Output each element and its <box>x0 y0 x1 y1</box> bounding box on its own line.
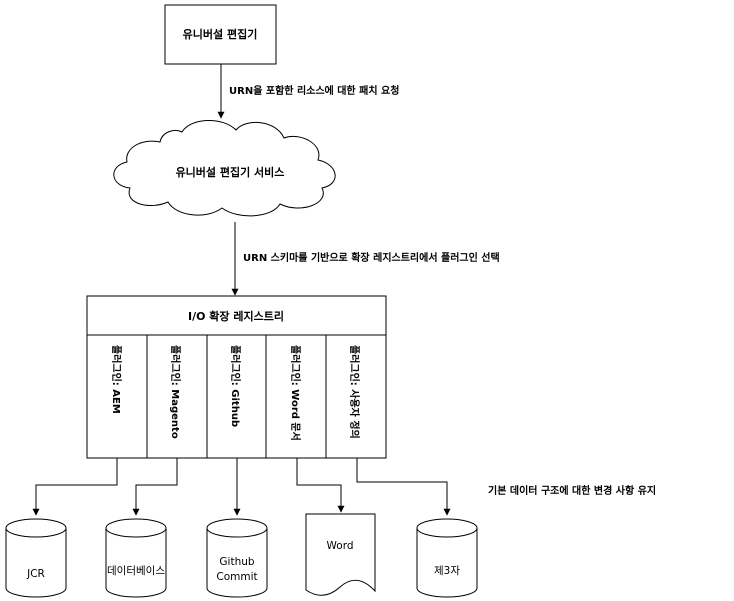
io-extension-registry-node: I/O 확장 레지스트리 플러그인: AEM 플러그인: Magento 플러그… <box>86 295 387 459</box>
persist-changes-note: 기본 데이터 구조에 대한 변경 사항 유지 <box>488 484 656 497</box>
plugin-github-label: 플러그인: Github <box>229 345 242 427</box>
github-commit-label-line2: Commit <box>216 571 257 583</box>
aem-to-jcr-edge <box>32 458 118 516</box>
third-party-store: 제3자 <box>416 518 478 598</box>
word-document-store: Word <box>305 513 376 596</box>
plugin-custom-label: 플러그인: 사용자 정의 <box>348 345 361 439</box>
jcr-label: JCR <box>26 568 45 580</box>
database-store: 데이터베이스 <box>105 518 167 598</box>
word-to-document-edge <box>296 458 345 513</box>
plugin-magento-label: 플러그인: Magento <box>169 345 182 439</box>
github-commit-label-line1: Github <box>219 556 254 568</box>
universal-editor-service-label: 유니버설 편집기 서비스 <box>176 165 285 179</box>
custom-to-third-party-edge <box>356 458 451 516</box>
fetch-request-label: URN을 포함한 리소스에 대한 패치 요청 <box>229 84 399 97</box>
third-party-label: 제3자 <box>434 565 460 577</box>
cloud-shape <box>113 119 336 217</box>
universal-editor-service-node: 유니버설 편집기 서비스 <box>113 119 336 217</box>
plugin-aem-label: 플러그인: AEM <box>110 345 123 414</box>
registry-title: I/O 확장 레지스트리 <box>188 309 284 323</box>
plugin-word-label: 플러그인: Word 문서 <box>289 345 302 441</box>
magento-to-database-edge <box>132 458 178 516</box>
database-label: 데이터베이스 <box>107 565 165 577</box>
plugin-select-label: URN 스키마를 기반으로 확장 레지스트리에서 플러그인 선택 <box>243 251 500 264</box>
universal-editor-label: 유니버설 편집기 <box>183 27 258 41</box>
jcr-store: JCR <box>5 518 67 598</box>
word-document-label: Word <box>327 540 354 552</box>
universal-editor-node: 유니버설 편집기 <box>164 4 277 65</box>
github-commit-store: Github Commit <box>206 518 268 598</box>
